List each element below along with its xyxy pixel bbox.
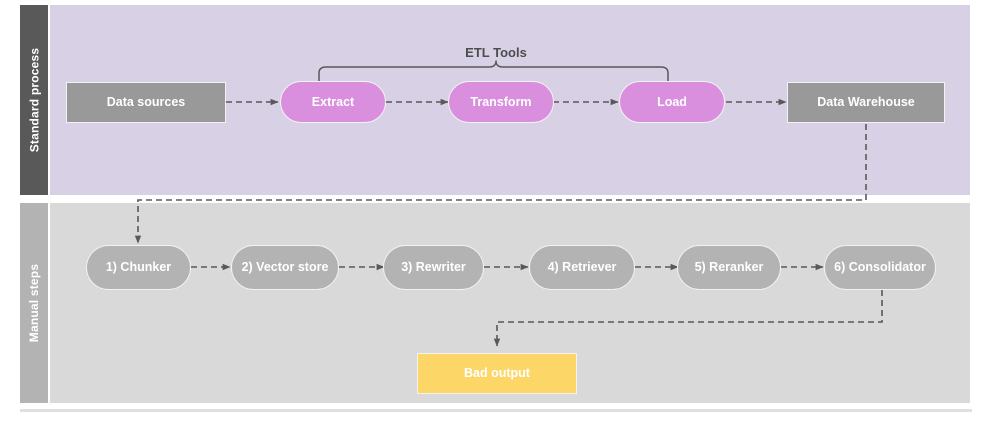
node-transform[interactable]: Transform — [448, 81, 554, 123]
node-chunker[interactable]: 1) Chunker — [86, 245, 191, 290]
lane-label-standard-process: Standard process — [20, 5, 48, 195]
node-rewriter[interactable]: 3) Rewriter — [383, 245, 484, 290]
node-reranker[interactable]: 5) Reranker — [677, 245, 781, 290]
lane-label-manual-steps-text: Manual steps — [27, 263, 42, 343]
node-retriever[interactable]: 4) Retriever — [529, 245, 635, 290]
node-bad-output[interactable]: Bad output — [417, 353, 577, 394]
node-data-warehouse[interactable]: Data Warehouse — [787, 82, 945, 123]
node-load[interactable]: Load — [619, 81, 725, 123]
node-vector-store[interactable]: 2) Vector store — [231, 245, 339, 290]
lane-label-manual-steps: Manual steps — [20, 203, 48, 403]
bottom-divider — [20, 409, 972, 412]
node-consolidator[interactable]: 6) Consolidator — [824, 245, 936, 290]
node-extract[interactable]: Extract — [280, 81, 386, 123]
lane-label-standard-process-text: Standard process — [27, 47, 42, 153]
etl-tools-label: ETL Tools — [465, 45, 527, 60]
node-data-sources[interactable]: Data sources — [66, 82, 226, 123]
